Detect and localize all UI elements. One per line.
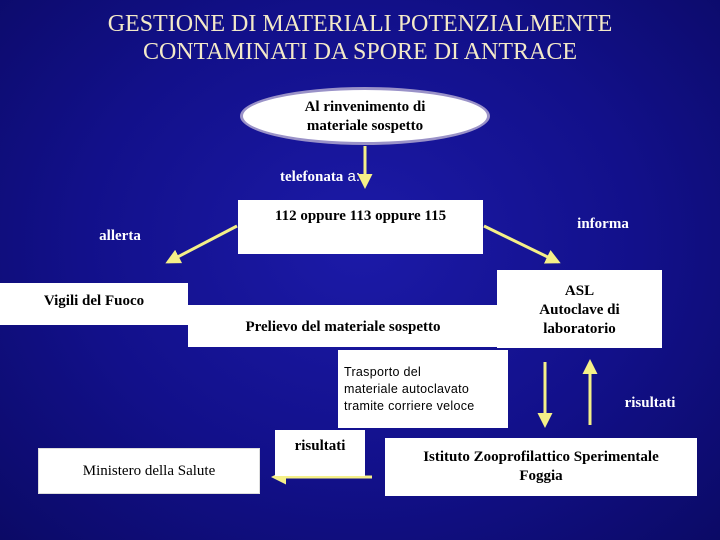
istituto-line-1: Istituto Zooprofilattico Sperimentale	[423, 449, 659, 465]
arrow-to-asl	[483, 224, 561, 264]
trasporto-line-1: Trasporto del	[344, 365, 422, 379]
istituto-line-2: Foggia	[519, 468, 563, 484]
title-line-2: CONTAMINATI DA SPORE DI ANTRACE	[142, 39, 578, 65]
telefonata-suffix: a:	[343, 168, 360, 185]
prelievo-box: Prelievo del materiale sospetto	[188, 305, 498, 347]
asl-line-3: laboratorio	[543, 321, 616, 337]
trasporto-line-3: tramite corriere veloce	[344, 399, 475, 413]
telefonata-label: telefonata a:	[240, 168, 400, 186]
emergency-numbers-box: 112 oppure 113 oppure 115	[238, 200, 483, 254]
istituto-box: Istituto Zooprofilattico Sperimentale Fo…	[385, 438, 697, 496]
asl-line-2: Autoclave di	[539, 302, 620, 318]
trasporto-box: Trasporto del materiale autoclavato tram…	[338, 350, 508, 428]
rinvenimento-ellipse: Al rinvenimento di materiale sospetto	[240, 87, 490, 145]
telefonata-word: telefonata	[280, 169, 344, 185]
title-line-1: GESTIONE DI MATERIALI POTENZIALMENTE	[107, 11, 613, 37]
rinvenimento-line-1: Al rinvenimento di	[304, 99, 426, 115]
informa-label: informa	[577, 216, 629, 232]
arrow-to-vigili	[165, 224, 238, 264]
risultati-box: risultati	[275, 430, 365, 476]
slide-title: GESTIONE DI MATERIALI POTENZIALMENTE CON…	[0, 10, 720, 66]
allerta-label: allerta	[99, 228, 141, 244]
vigili-del-fuoco-box: Vigili del Fuoco	[0, 283, 188, 325]
asl-box: ASL Autoclave di laboratorio	[497, 270, 662, 348]
asl-line-1: ASL	[564, 283, 595, 299]
rinvenimento-line-2: materiale sospetto	[306, 118, 424, 134]
risultati-right-label: risultati	[624, 395, 676, 411]
trasporto-line-2: materiale autoclavato	[344, 382, 470, 396]
ministero-box: Ministero della Salute	[38, 448, 260, 494]
